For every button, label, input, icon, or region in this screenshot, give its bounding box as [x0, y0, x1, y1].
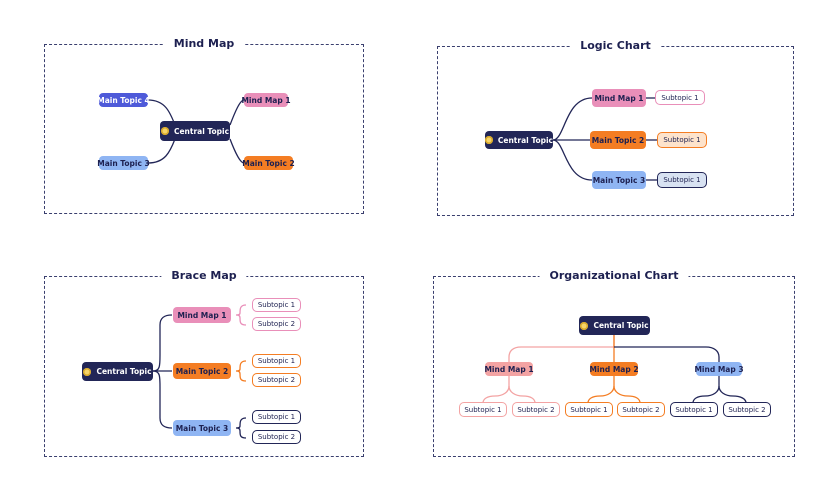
org-chart-subtopic-2a[interactable]: Subtopic 2 [512, 402, 560, 417]
brace-map-mind-map-1[interactable]: Mind Map 1 [173, 307, 231, 323]
brace-map-title: Brace Map [161, 268, 247, 284]
org-chart-subtopic-2c[interactable]: Subtopic 2 [723, 402, 771, 417]
brace-map-panel: Brace Map [44, 268, 364, 457]
logic-chart-mind-map-1[interactable]: Mind Map 1 [592, 89, 646, 107]
brace-map-subtopic-2a[interactable]: Subtopic 2 [252, 317, 301, 331]
brace-map-subtopic-2c[interactable]: Subtopic 2 [252, 430, 301, 444]
logic-chart-title: Logic Chart [570, 38, 661, 54]
mind-map-main-topic-3[interactable]: Main Topic 3 [97, 156, 150, 170]
org-chart-subtopic-2b[interactable]: Subtopic 2 [617, 402, 665, 417]
mind-map-title: Mind Map [163, 36, 245, 52]
mind-map-mind-map-1[interactable]: Mind Map 1 [241, 93, 291, 107]
brace-map-main-topic-2[interactable]: Main Topic 2 [173, 363, 231, 379]
logic-chart-central-topic[interactable]: Central Topic [485, 131, 553, 149]
org-chart-central-topic[interactable]: Central Topic [579, 316, 650, 335]
lightbulb-dot-icon [580, 321, 589, 330]
logic-chart-subtopic-1a[interactable]: Subtopic 1 [655, 90, 705, 105]
mind-map-central-topic[interactable]: Central Topic [160, 121, 230, 141]
mind-map-main-topic-4[interactable]: Main Topic 4 [97, 93, 150, 107]
logic-chart-subtopic-1b[interactable]: Subtopic 1 [657, 132, 707, 148]
org-chart-mind-map-2[interactable]: Mind Map 2 [589, 362, 639, 376]
logic-chart-panel: Logic Chart [437, 38, 794, 216]
org-chart-subtopic-1a[interactable]: Subtopic 1 [459, 402, 507, 417]
logic-chart-subtopic-1c[interactable]: Subtopic 1 [657, 172, 707, 188]
logic-chart-main-topic-2[interactable]: Main Topic 2 [590, 131, 646, 149]
brace-map-subtopic-1a[interactable]: Subtopic 1 [252, 298, 301, 312]
org-chart-panel: Organizational Chart [433, 268, 795, 457]
mind-map-panel: Mind Map [44, 36, 364, 214]
lightbulb-dot-icon [160, 127, 169, 135]
org-chart-mind-map-1[interactable]: Mind Map 1 [484, 362, 534, 376]
mind-map-main-topic-2[interactable]: Main Topic 2 [242, 156, 295, 170]
org-chart-subtopic-1b[interactable]: Subtopic 1 [565, 402, 613, 417]
brace-map-main-topic-3[interactable]: Main Topic 3 [173, 420, 231, 436]
brace-map-central-topic[interactable]: Central Topic [82, 362, 153, 381]
lightbulb-dot-icon [485, 136, 493, 144]
brace-map-subtopic-1b[interactable]: Subtopic 1 [252, 354, 301, 368]
org-chart-mind-map-3[interactable]: Mind Map 3 [694, 362, 744, 376]
brace-map-subtopic-1c[interactable]: Subtopic 1 [252, 410, 301, 424]
org-chart-title: Organizational Chart [539, 268, 689, 284]
lightbulb-dot-icon [83, 367, 92, 376]
brace-map-subtopic-2b[interactable]: Subtopic 2 [252, 373, 301, 387]
org-chart-subtopic-1c[interactable]: Subtopic 1 [670, 402, 718, 417]
logic-chart-main-topic-3[interactable]: Main Topic 3 [592, 171, 646, 189]
